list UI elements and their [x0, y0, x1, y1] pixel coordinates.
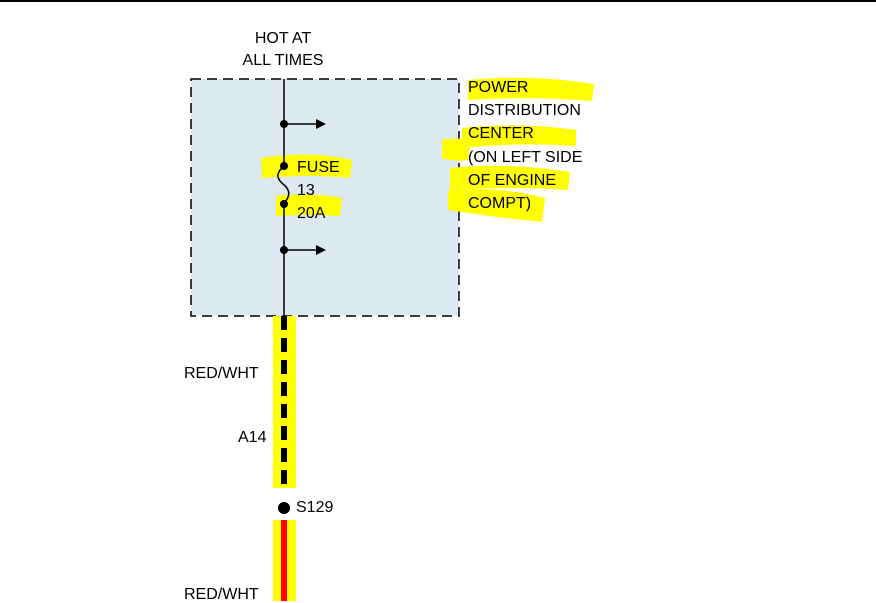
highlight-fuse-2 [276, 194, 342, 216]
fuse-line-2: 13 [297, 182, 315, 199]
hot-line-2: ALL TIMES [242, 52, 324, 69]
splice-label: S129 [296, 499, 334, 516]
highlight-pdc-4 [450, 165, 570, 190]
fuse-terminal-bottom [280, 200, 288, 208]
wire-color-label-top: RED/WHT [184, 365, 259, 382]
hot-at-all-times-label: HOT AT ALL TIMES [228, 28, 338, 72]
highlight-pdc-2 [462, 125, 576, 148]
pdc-line-4: (ON LEFT SIDE [468, 148, 583, 166]
wire-highlight-upper [273, 316, 296, 488]
pdc-line-6: COMPT) [468, 195, 532, 213]
highlight-pdc-3 [442, 138, 470, 161]
top-border-rule [0, 0, 876, 2]
splice-dot [278, 502, 290, 514]
pdc-line-1: POWER [468, 79, 529, 96]
pdc-line-3: CENTER [468, 125, 534, 143]
highlight-pdc-1 [468, 77, 594, 101]
fuse-element [277, 165, 290, 204]
highlight-pdc-5 [448, 189, 545, 222]
wire-red-stripe [281, 520, 287, 601]
fuse-label: FUSE 13 20A [297, 156, 340, 225]
arrowhead-lower [316, 245, 326, 255]
circuit-label: A14 [238, 429, 267, 446]
arrowhead-upper [316, 119, 326, 129]
fuse-line-1: FUSE [297, 159, 340, 176]
hot-line-1: HOT AT [254, 30, 312, 47]
fuse-line-3: 20A [297, 205, 326, 222]
pdc-line-5: OF ENGINE [468, 171, 557, 189]
wire-color-label-bottom: RED/WHT [184, 586, 259, 603]
pdc-line-2: DISTRIBUTION [468, 102, 581, 120]
pdc-label: POWER DISTRIBUTION CENTER (ON LEFT SIDE … [468, 76, 582, 215]
